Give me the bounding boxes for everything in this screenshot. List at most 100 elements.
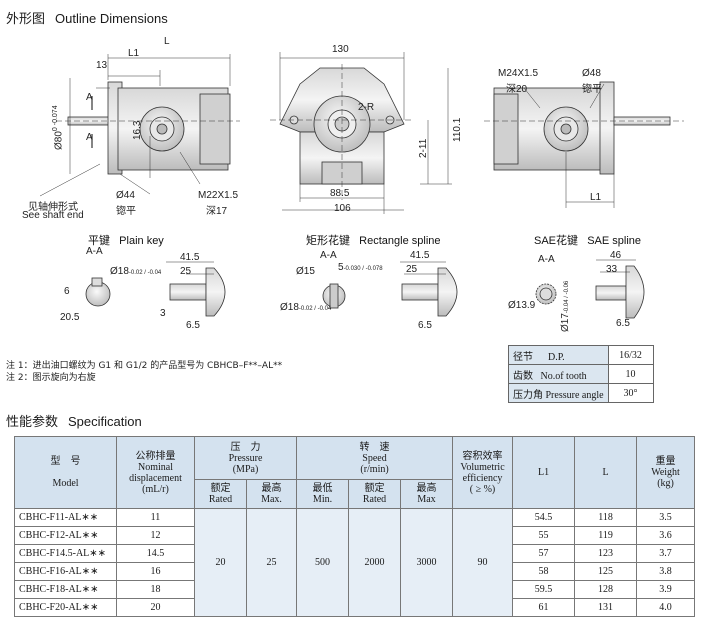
col-weight-unit: (kg) [657,478,674,489]
outline-title-cn: 外形图 [6,12,46,27]
col-speed-min-en: Min. [312,494,333,505]
cell-displacement: 14.5 [116,544,195,563]
col-speed-unit: (r/min) [360,463,389,475]
rect-dia18-value: Ø18 [280,302,299,313]
shaft-end-cn: 见轴伸形式 [28,202,78,213]
cell-l1: 61 [512,598,576,617]
col-disp-en2: displacement [129,472,182,484]
spline-row: 径节 D.P. 16/32 [508,345,654,365]
dim-13: 13 [96,60,108,71]
front-view-center [270,52,452,214]
dim-dia48-note: 锪平 [582,84,602,95]
caption-rect-spline-cn: 矩形花键 [306,235,350,247]
shaft-end-en: See shaft end [22,210,84,221]
spline-key-cn: 齿数 [513,370,533,382]
col-speed-max-cn: 最高 [416,483,437,494]
cell-speed-min: 500 [296,508,350,617]
col-eff-en1: Volumetric [460,461,505,473]
dim-L: L [164,36,170,47]
spline-value: 16/32 [607,345,654,365]
spline-key-en: No.of tooth [540,370,587,382]
aa-label-1: A-A [86,246,103,257]
col-disp-en1: Nominal [138,461,173,473]
cell-displacement: 16 [116,562,195,581]
cell-l1: 54.5 [512,508,576,527]
cell-model: CBHC-F11-AL∗∗ [14,508,117,527]
sae-dia13-9: Ø13.9 [508,300,536,311]
plain-3: 3 [160,308,166,319]
dim-dia80-value: Ø80 [53,131,65,150]
dim-L1-right: L1 [590,192,602,203]
col-l: L [574,436,638,509]
rect-dia18: Ø18-0.02 / -0.04 [280,302,331,313]
col-l1: L1 [512,436,576,509]
col-speed-rated-en: Rated [362,494,387,505]
col-speed-min-cn: 最低 [312,483,333,494]
cell-l1: 57 [512,544,576,563]
dim-2R: 2-R [358,102,375,113]
dim-110-1: 110.1 [452,117,463,142]
outline-drawing [39,52,684,214]
col-speed-rated-cn: 额定 [364,483,385,494]
col-model-en: Model [52,478,79,489]
side-view-left [39,54,240,197]
dim-A-top: A [86,92,93,103]
dim-88-5: 88.5 [330,188,350,199]
cell-l: 123 [574,544,638,563]
sae-dia17-value: Ø17 [560,313,571,332]
spline-row: 压力角 Pressure angle 30° [508,383,654,403]
plain-dia18-tol: -0.02 / -0.04 [128,270,162,276]
spec-title-en: Specification [68,414,142,429]
cell-model: CBHC-F20-AL∗∗ [14,598,117,617]
cell-weight: 3.5 [636,508,696,527]
col-pressure-max-cn: 最高 [261,483,282,494]
dim-16-3: 16.3 [132,120,143,140]
cell-l: 119 [574,526,638,545]
side-view-right [484,81,684,208]
cell-l: 128 [574,580,638,599]
sae-6-5: 6.5 [616,318,630,329]
col-weight-en: Weight [651,467,680,478]
table-row: CBHC-F18-AL∗∗ 18 59.5 128 3.9 [14,580,696,599]
rect-5-tol: -0.030 / -0.078 [343,266,383,272]
cell-weight: 3.6 [636,526,696,545]
rect-dia18-tol: -0.02 / -0.04 [298,306,332,312]
caption-rect-spline: 矩形花键 Rectangle spline [306,232,441,248]
rect-6-5: 6.5 [418,320,432,331]
cell-weight: 4.0 [636,598,696,617]
shaft-end-drawings [85,259,645,319]
cell-weight: 3.8 [636,562,696,581]
cell-l1: 58 [512,562,576,581]
note-1: 注 1：进出油口螺纹为 G1 和 G1/2 的产品型号为 CBHCB–F**–A… [6,361,283,371]
cell-model: CBHC-F12-AL∗∗ [14,526,117,545]
col-pressure-cn: 压 力 [230,441,261,453]
cell-efficiency: 90 [452,508,514,617]
plain-dia18: Ø18-0.02 / -0.04 [110,266,161,277]
dim-L1: L1 [128,48,140,59]
col-pressure-max-en: Max. [261,494,282,505]
rect-25: 25 [406,264,418,275]
table-row: CBHC-F12-AL∗∗ 12 55 119 3.6 [14,526,696,545]
cell-model: CBHC-F18-AL∗∗ [14,580,117,599]
dim-dia80: Ø800 -0.074 [52,105,64,150]
dim-dia44-note: 锪平 [116,206,136,217]
rect-41-5: 41.5 [410,250,430,261]
spline-key: 压力角 Pressure angle [508,383,609,403]
cell-speed-rated: 2000 [348,508,402,617]
dim-130: 130 [332,44,349,55]
dim-dia44: Ø44 [116,190,135,201]
plain-6-5: 6.5 [186,320,200,331]
col-speed-cn: 转 速 [359,441,390,453]
